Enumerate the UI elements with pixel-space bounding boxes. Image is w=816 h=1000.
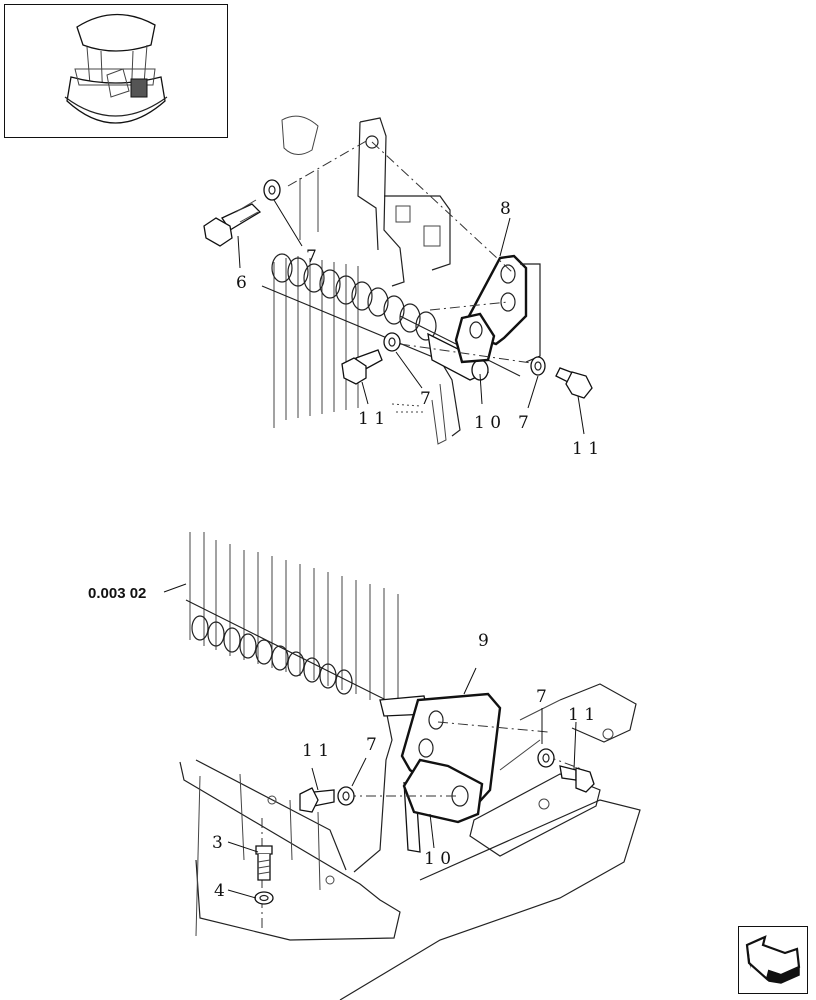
location-thumbnail <box>4 4 228 138</box>
callout-8: 8 <box>500 199 511 219</box>
callout-7: 7 <box>306 247 317 267</box>
callout-4: 4 <box>214 881 225 901</box>
bolt-3 <box>255 845 273 881</box>
washer-7-bottom-right <box>537 748 555 768</box>
callout-9: 9 <box>478 631 489 651</box>
callout-7-bottom-right: 7 <box>536 687 547 707</box>
return-button[interactable] <box>738 926 808 994</box>
callout-3: 3 <box>212 833 223 853</box>
washer-7-bottom-left <box>337 786 355 806</box>
washer-7-mid <box>383 332 401 352</box>
callout-10: 1 0 <box>474 413 501 433</box>
callout-7-mid: 7 <box>420 389 431 409</box>
callout-11-right: 1 1 <box>572 439 599 459</box>
return-arrow-icon <box>745 935 801 984</box>
machine-location-icon <box>64 13 168 124</box>
callout-10-bottom: 1 0 <box>424 849 451 869</box>
bolt-11-right <box>555 367 593 399</box>
bolt-11-left <box>341 349 383 385</box>
bolt-11-bottom-left <box>299 787 335 813</box>
bolt-6 <box>203 199 262 247</box>
washer-4 <box>254 891 274 905</box>
bolt-11-bottom-right <box>559 765 595 793</box>
bottom-assembly: 9 7 1 1 1 1 7 1 0 3 4 0.003 02 <box>88 532 641 1000</box>
callout-11-bottom-right: 1 1 <box>568 705 595 725</box>
callout-11-bottom-left: 1 1 <box>302 741 329 761</box>
reference-link[interactable]: 0.003 02 <box>88 585 146 602</box>
callout-6: 6 <box>236 273 247 293</box>
callout-7-right: 7 <box>518 413 529 433</box>
callout-7-bottom-left: 7 <box>366 735 377 755</box>
washer-7-right <box>530 356 546 376</box>
top-assembly: 6 7 8 7 1 1 1 0 7 1 1 <box>203 115 599 459</box>
washer-7 <box>263 179 281 201</box>
callout-11-left: 1 1 <box>358 409 385 429</box>
